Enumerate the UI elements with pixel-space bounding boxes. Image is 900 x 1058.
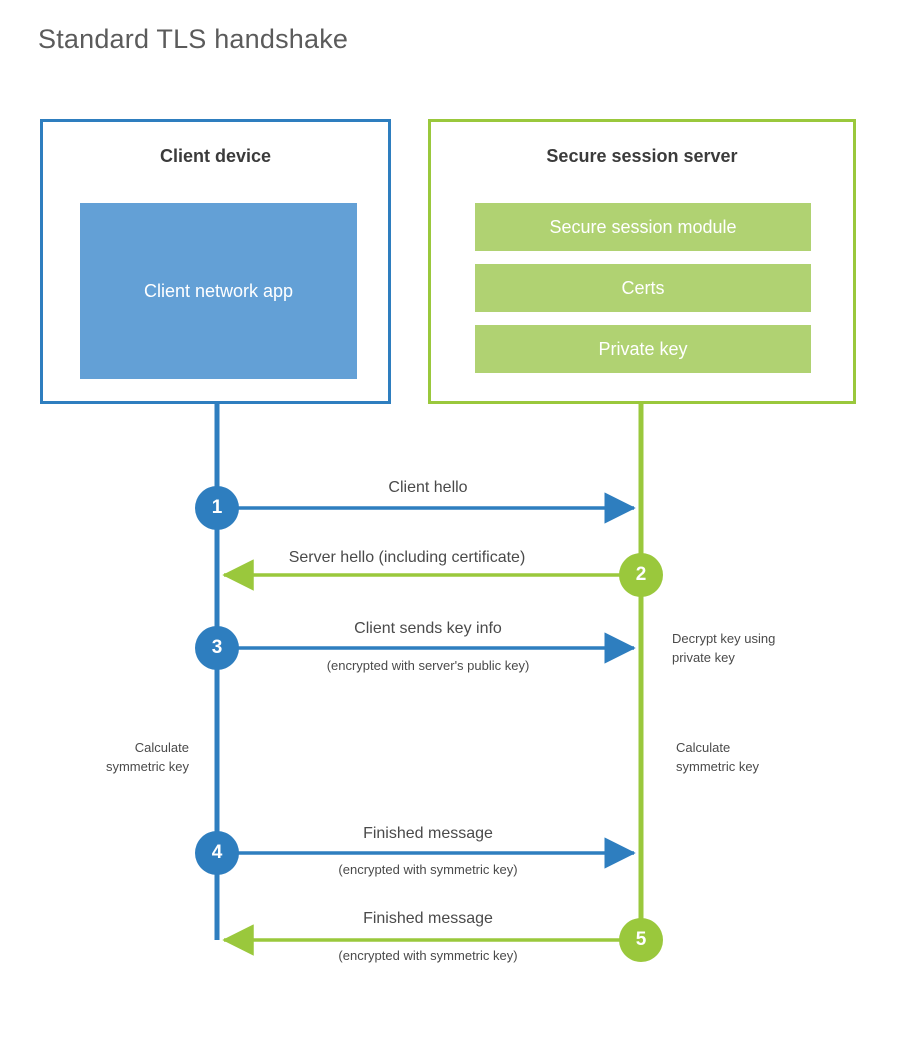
note-server-calc-line1: Calculate — [676, 740, 731, 755]
step-marker-1 — [195, 486, 239, 530]
secure-session-server-box: Secure session server Secure session mod… — [428, 119, 856, 404]
note-server-calc-line2: symmetric key — [676, 758, 760, 774]
message-sublabel-4: (encrypted with symmetric key) — [338, 862, 518, 877]
note-server-calculate-symmetric-key: Calculate symmetric key — [676, 739, 759, 777]
step-marker-2 — [619, 553, 663, 597]
secure-session-server-title: Secure session server — [546, 146, 738, 166]
message-label-5: Finished message — [363, 910, 493, 927]
note-client-calc-line2: symmetric key — [105, 758, 189, 774]
note-decrypt-key-line1: Decrypt key using — [672, 631, 776, 646]
message-label-2: Server hello (including certificate) — [288, 549, 526, 566]
note-client-calc-line1: Calculate — [134, 740, 189, 755]
client-device-title: Client device — [159, 146, 272, 166]
message-sublabel-3: (encrypted with server's public key) — [326, 658, 530, 673]
step-number-3: 3 — [211, 637, 223, 658]
step-number-2: 2 — [635, 564, 647, 585]
step-number-1: 1 — [211, 497, 223, 518]
client-device-box: Client device Client network app — [40, 119, 391, 404]
step-marker-3 — [195, 626, 239, 670]
message-label-1: Client hello — [388, 479, 468, 496]
step-number-4: 4 — [211, 842, 223, 863]
client-network-app-block: Client network app — [80, 203, 357, 379]
server-component-private-key: Private key — [475, 325, 811, 373]
message-label-3: Client sends key info — [354, 620, 502, 637]
step-marker-5 — [619, 918, 663, 962]
server-component-secure-session-module: Secure session module — [475, 203, 811, 251]
step-number-5: 5 — [635, 929, 647, 950]
note-client-calculate-symmetric-key: Calculate symmetric key — [106, 739, 189, 777]
note-decrypt-key-line2: private key — [672, 649, 735, 665]
message-label-4: Finished message — [363, 825, 493, 842]
message-sublabel-5: (encrypted with symmetric key) — [338, 948, 518, 963]
server-component-list: Secure session module Certs Private key — [475, 203, 811, 373]
page-title: Standard TLS handshake — [38, 24, 349, 54]
note-decrypt-key: Decrypt key using private key — [672, 630, 775, 668]
step-marker-4 — [195, 831, 239, 875]
server-component-certs: Certs — [475, 264, 811, 312]
